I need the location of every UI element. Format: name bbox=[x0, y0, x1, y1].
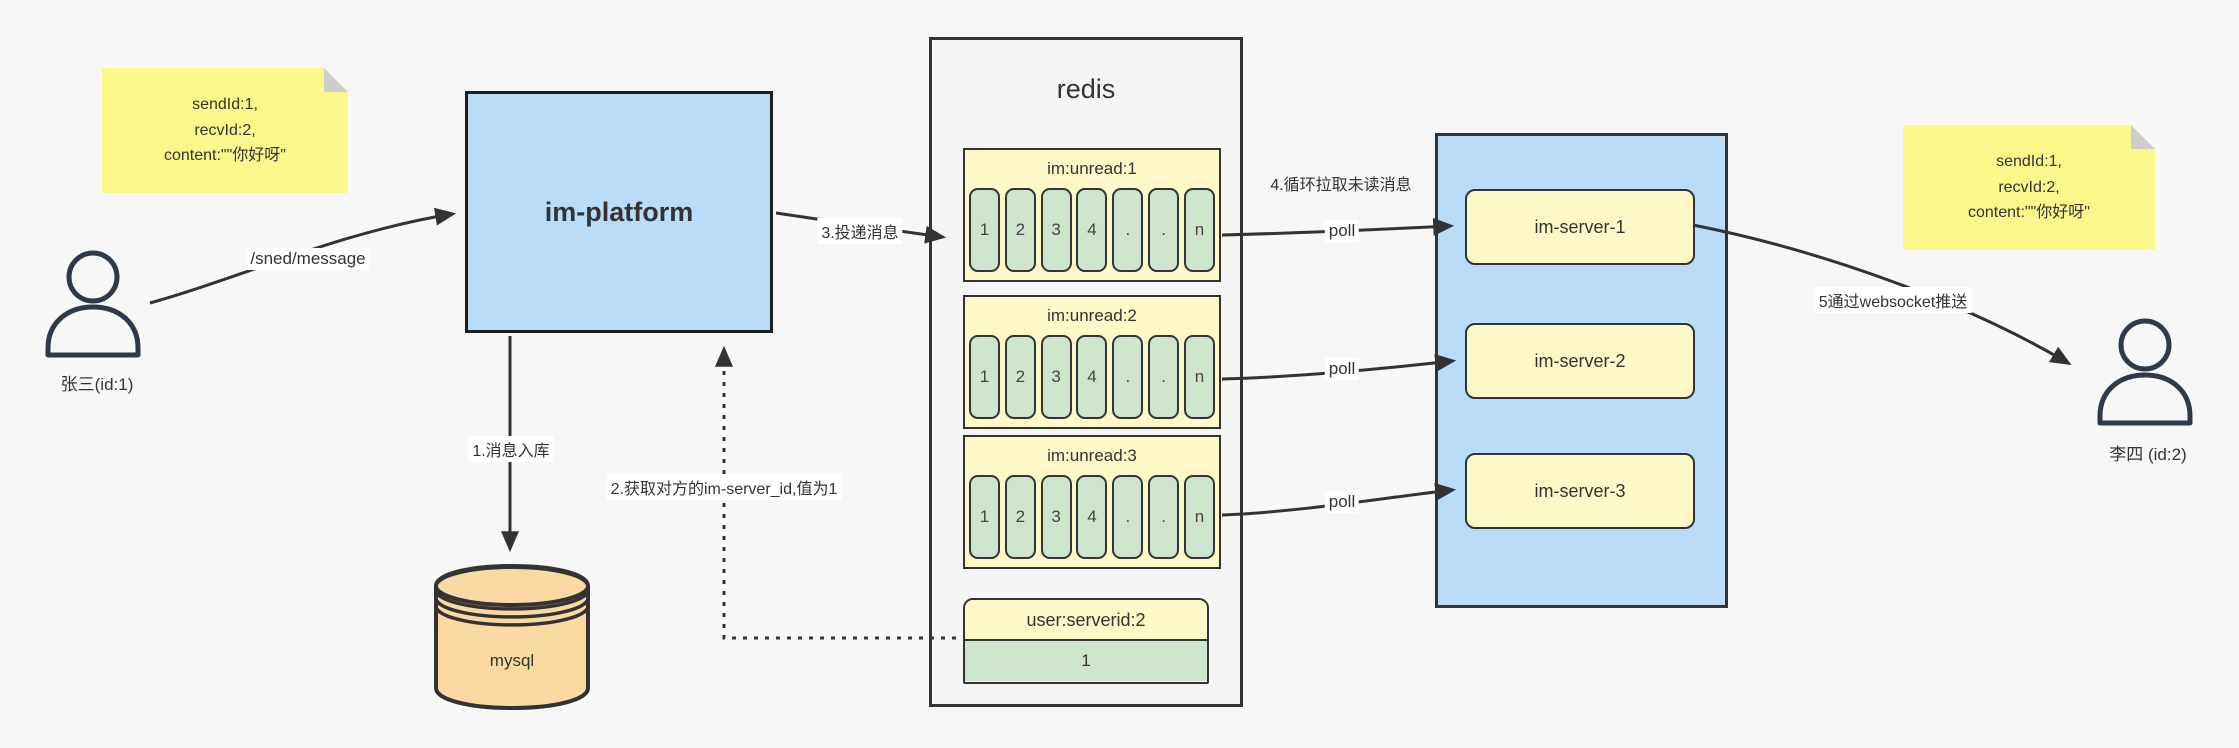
im-platform-node: im-platform bbox=[465, 91, 773, 333]
queue-cell: 1 bbox=[969, 188, 1000, 272]
queue-name: im:unread:2 bbox=[1047, 306, 1137, 325]
edge-label-poll1: poll bbox=[1324, 220, 1360, 242]
queue-cell: 4 bbox=[1076, 475, 1108, 559]
queue-cells: 1 2 3 4 . . n bbox=[965, 335, 1219, 423]
redis-title: redis bbox=[1056, 74, 1116, 104]
queue-name: im:unread:3 bbox=[1047, 446, 1137, 465]
im-server-1-node: im-server-1 bbox=[1465, 189, 1695, 265]
queue-cell: . bbox=[1112, 335, 1144, 419]
sticky-note-left: sendId:1, recvId:2, content:""你好呀" bbox=[102, 68, 348, 193]
edge-label-send: /sned/message bbox=[246, 248, 370, 270]
queue-cells: 1 2 3 4 . . n bbox=[965, 475, 1219, 563]
im-server-2-title: im-server-2 bbox=[1534, 350, 1626, 371]
queue-cell: . bbox=[1112, 188, 1144, 272]
queue-im-unread-2: im:unread:2 1 2 3 4 . . n bbox=[963, 295, 1221, 429]
queue-cell: 1 bbox=[969, 475, 1000, 559]
queue-cell: 3 bbox=[1040, 475, 1072, 559]
queue-cell: 1 bbox=[969, 335, 1000, 419]
note-line: sendId:1, bbox=[192, 96, 258, 114]
kv-name: user:serverid:2 bbox=[965, 600, 1207, 641]
queue-im-unread-1: im:unread:1 1 2 3 4 . . n bbox=[963, 148, 1221, 282]
im-server-3-node: im-server-3 bbox=[1465, 453, 1695, 529]
queue-cell: 3 bbox=[1040, 188, 1072, 272]
queue-cell: 4 bbox=[1076, 335, 1108, 419]
queue-cell: . bbox=[1148, 335, 1180, 419]
note-line: recvId:2, bbox=[194, 121, 256, 139]
edge-label-step5: 5通过websocket推送 bbox=[1814, 287, 1972, 313]
queue-cell: 4 bbox=[1076, 188, 1108, 272]
queue-cell: . bbox=[1148, 188, 1180, 272]
queue-cell: n bbox=[1183, 188, 1215, 272]
queue-cell: 3 bbox=[1040, 335, 1072, 419]
note-line: content:""你好呀" bbox=[164, 147, 286, 165]
queue-cells: 1 2 3 4 . . n bbox=[965, 188, 1219, 276]
queue-cell: 2 bbox=[1004, 475, 1036, 559]
im-server-3-title: im-server-3 bbox=[1534, 480, 1626, 501]
note-line: recvId:2, bbox=[1998, 178, 2060, 196]
im-server-1-title: im-server-1 bbox=[1534, 216, 1626, 237]
sender-label: 张三(id:1) bbox=[60, 375, 134, 394]
note-line: content:""你好呀" bbox=[1968, 204, 2090, 222]
redis-container: redis im:unread:1 1 2 3 4 . . n im:unrea… bbox=[929, 37, 1243, 707]
queue-cell: n bbox=[1183, 335, 1215, 419]
receiver-label: 李四 (id:2) bbox=[2109, 445, 2187, 464]
queue-cell: 2 bbox=[1004, 188, 1036, 272]
kv-value: 1 bbox=[965, 641, 1207, 681]
im-platform-title: im-platform bbox=[544, 196, 694, 227]
note-line: sendId:1, bbox=[1996, 153, 2062, 171]
queue-cell: . bbox=[1148, 475, 1180, 559]
user-icon-sender bbox=[45, 250, 141, 358]
edge-label-step3: 3.投递消息 bbox=[817, 218, 903, 244]
edge-label-poll2: poll bbox=[1324, 358, 1360, 380]
queue-cell: . bbox=[1112, 475, 1144, 559]
kv-user-serverid: user:serverid:2 1 bbox=[963, 598, 1209, 684]
mysql-title: mysql bbox=[489, 651, 535, 670]
im-server-2-node: im-server-2 bbox=[1465, 323, 1695, 399]
queue-name: im:unread:1 bbox=[1047, 159, 1137, 178]
queue-cell: n bbox=[1183, 475, 1215, 559]
edge-label-poll3: poll bbox=[1324, 491, 1360, 513]
edge-label-step2: 2.获取对方的im-server_id,值为1 bbox=[606, 474, 842, 500]
user-icon-receiver bbox=[2097, 318, 2193, 426]
sticky-note-right: sendId:1, recvId:2, content:""你好呀" bbox=[1903, 125, 2155, 250]
edge-label-step4: 4.循环拉取未读消息 bbox=[1270, 177, 1412, 195]
im-server-cluster: im-server-1 im-server-2 im-server-3 bbox=[1435, 133, 1728, 608]
mysql-node: mysql bbox=[433, 563, 591, 711]
queue-im-unread-3: im:unread:3 1 2 3 4 . . n bbox=[963, 435, 1221, 569]
database-cylinder-icon bbox=[434, 563, 590, 711]
edge-label-step1: 1.消息入库 bbox=[468, 436, 554, 462]
queue-cell: 2 bbox=[1004, 335, 1036, 419]
